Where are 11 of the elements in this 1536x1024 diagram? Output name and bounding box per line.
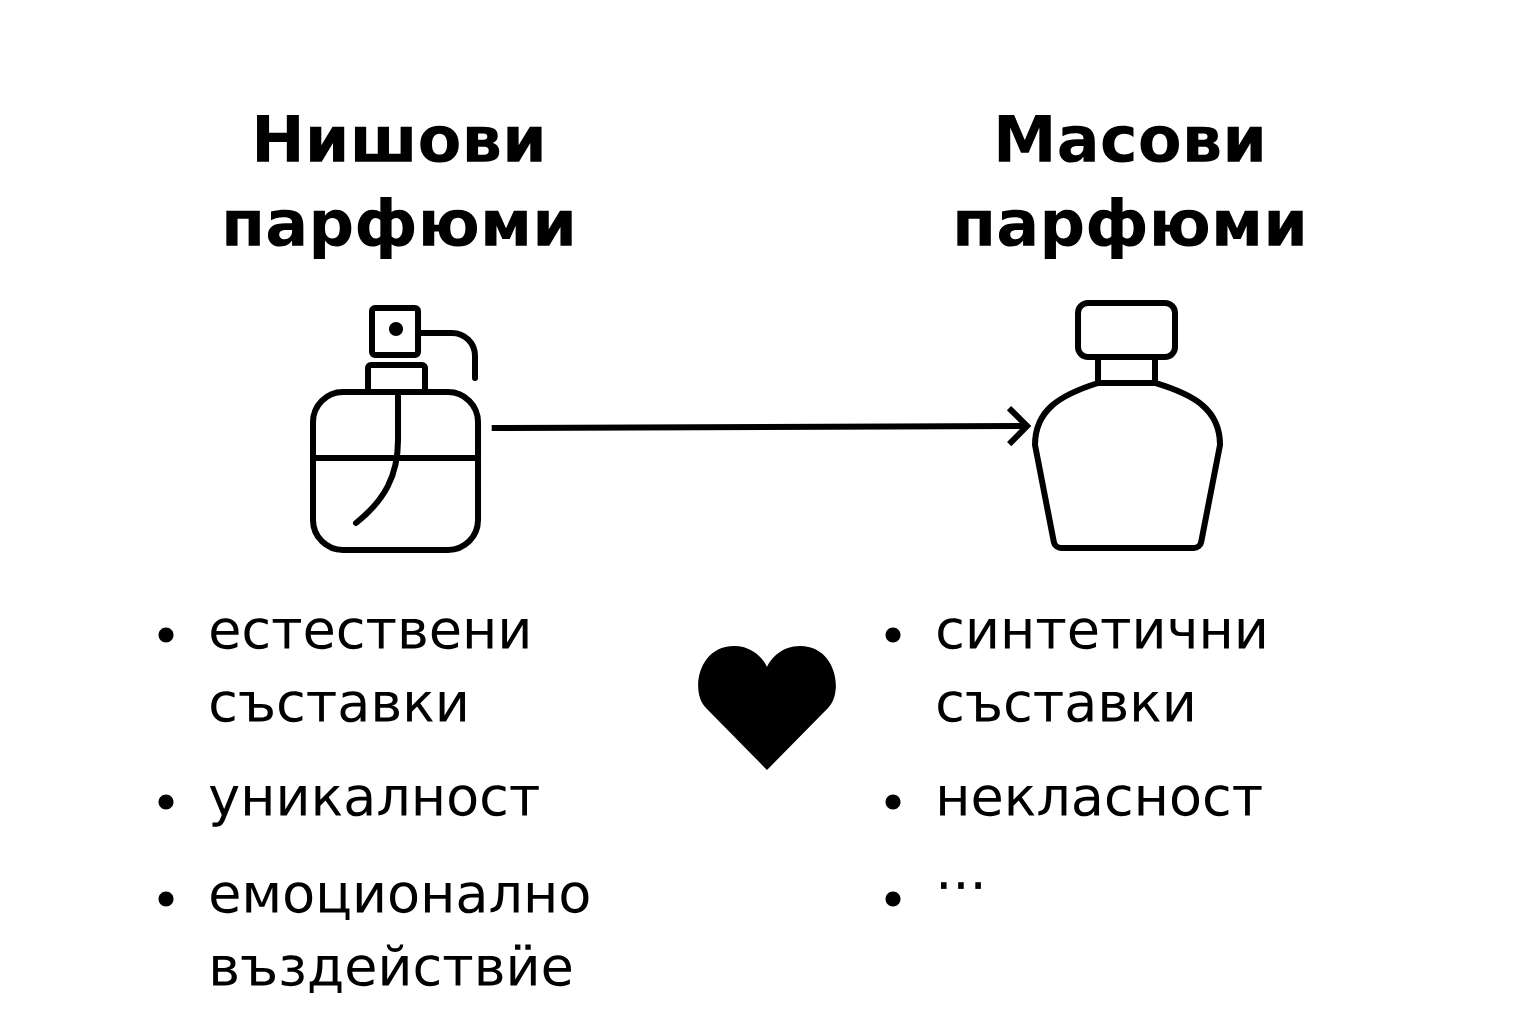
bottle-drawing — [1032, 300, 1223, 551]
list-item: ... — [941, 882, 981, 889]
list-item: емоционално въздействӥе — [211, 882, 589, 993]
list-item: некласност — [940, 785, 1262, 817]
arrow — [491, 406, 1032, 447]
heading: Нишови парфюми — [226, 115, 572, 259]
list-item: естествени съставки — [211, 618, 528, 723]
list-item: уникалност — [209, 785, 539, 827]
bottle-drawing — [310, 305, 481, 553]
list-item: синтетични съставки — [938, 618, 1264, 723]
heading: Масови парфюми — [957, 115, 1303, 259]
